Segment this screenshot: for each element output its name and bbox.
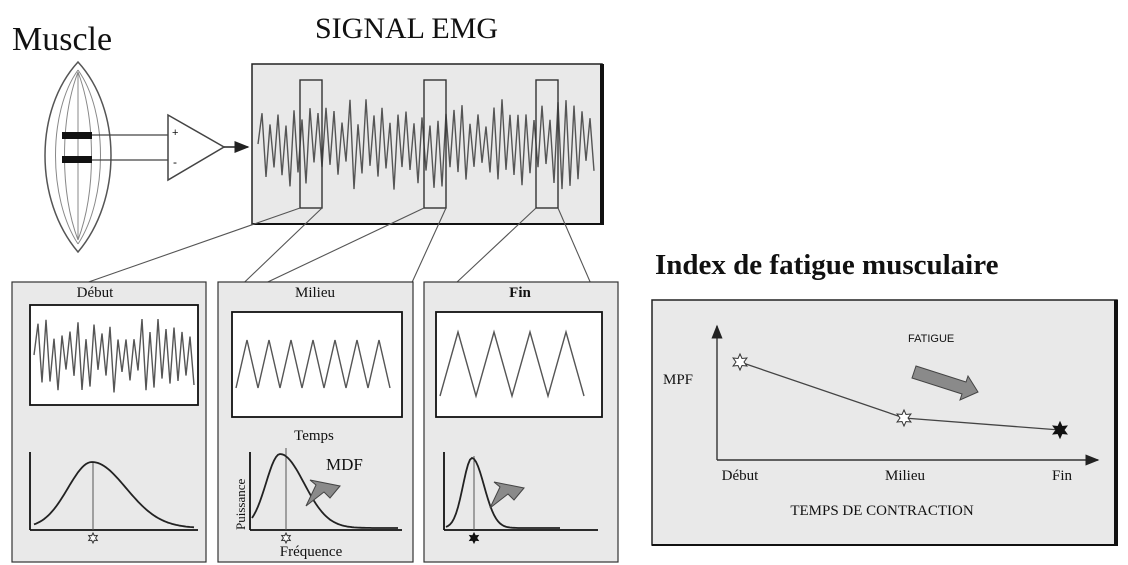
fatigue-index-title: Index de fatigue musculaire [655,249,999,281]
tick-debut: Début [722,468,759,484]
fatigue-arrow-label: FATIGUE [908,333,954,345]
fatigue-point-milieu-icon [896,408,912,428]
mpf-axis-label: MPF [663,372,693,388]
panel-label-fin: Fin [509,285,531,301]
amplifier-icon: + - [167,113,226,182]
temps-label: Temps [294,428,334,444]
spectrum-curve-milieu [251,453,398,529]
fatigue-index-panel [651,299,1118,546]
emg-raw-signal [257,99,595,190]
signal-emg-title: SIGNAL EMG [315,12,498,45]
mdf-arrow-milieu-icon [305,479,341,507]
signal-wave-debut [33,318,195,393]
muscle-title: Muscle [12,21,112,58]
puissance-label: Puissance [233,479,248,531]
mdf-marker-milieu-icon [280,531,292,545]
spectrum-axes [29,452,598,531]
frequence-label: Fréquence [280,544,343,560]
signal-box-fin [435,311,603,418]
emg-signal-panel [251,63,604,225]
mdf-marker-debut-icon [87,531,99,545]
electrode-bottom [62,156,92,163]
spectrum-curve-debut [33,461,195,529]
amp-minus-sign: - [173,155,177,169]
signal-box-milieu [231,311,403,418]
panel-label-milieu: Milieu [295,285,335,301]
fatigue-x-axis-title: TEMPS DE CONTRACTION [790,503,974,519]
mdf-arrow-fin-icon [489,481,525,509]
amp-plus-sign: + [172,127,178,139]
window-milieu [423,79,447,209]
signal-wave-fin [439,329,585,399]
fatigue-point-fin-icon [1052,420,1068,440]
spectrum-curve-fin [445,456,560,529]
fatigue-point-debut-icon [732,352,748,372]
tick-fin: Fin [1052,468,1073,484]
window-debut [299,79,323,209]
mdf-marker-fin-icon [468,531,480,545]
mdf-label: MDF [326,455,363,474]
electrode-top [62,132,92,139]
signal-wave-milieu [235,339,391,389]
tick-milieu: Milieu [885,468,925,484]
fatigue-arrow-icon [911,365,979,401]
muscle-icon [44,60,112,254]
panel-label-debut: Début [77,285,114,301]
window-fin [535,79,559,209]
